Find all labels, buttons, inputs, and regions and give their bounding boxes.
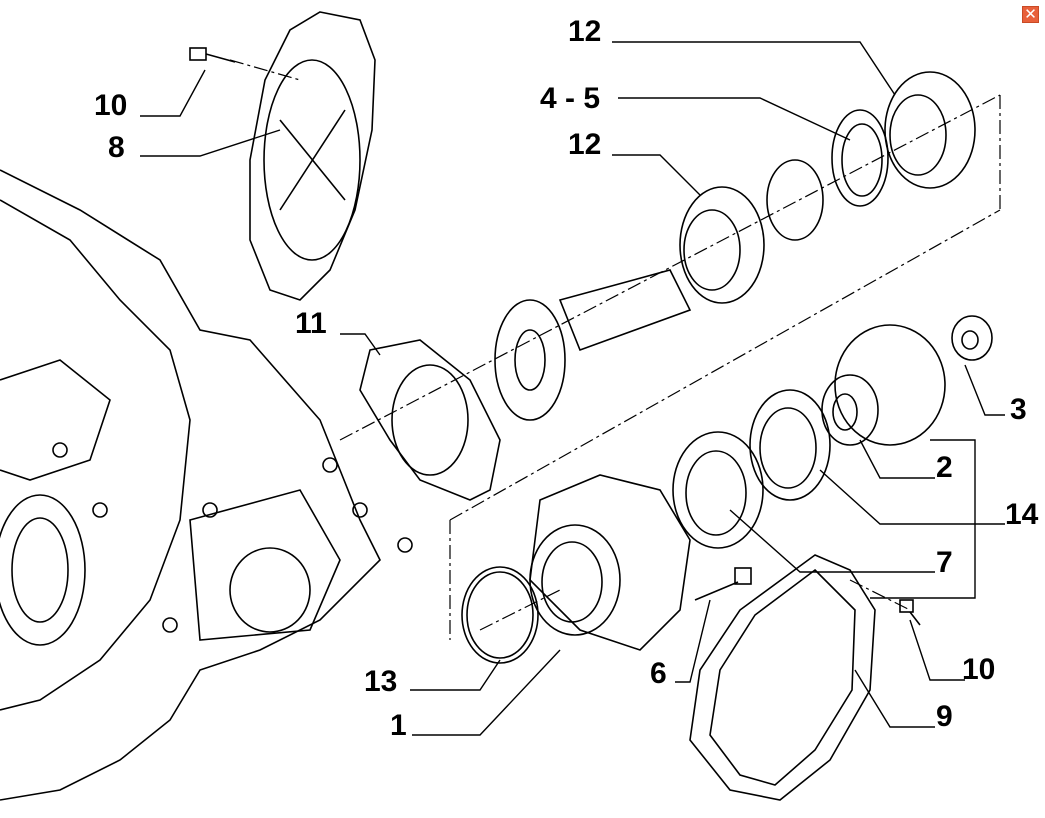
part-3-nut [951,315,993,361]
part-4-5-ring [831,109,889,207]
callout-7: 7 [936,546,953,579]
part-1-housing [529,474,691,651]
callout-10-top: 10 [94,89,128,122]
pinion-shaft [494,269,692,421]
part-6-bolt [694,567,752,601]
part-10-bolt-right [899,599,921,626]
callout-6: 6 [650,657,667,690]
part-7-seal [672,431,764,549]
part-8-cover [249,11,376,301]
callout-1: 1 [390,709,407,742]
part-11-gasket [359,339,501,501]
callout-2: 2 [936,451,953,484]
callout-12-mid: 12 [568,128,602,161]
callout-11: 11 [295,307,327,340]
part-10-bolt-top [189,47,236,63]
callout-12-top: 12 [568,15,602,48]
part-13-o-ring [461,566,539,664]
part-12-bearing-top [884,71,976,189]
callout-14: 14 [1005,498,1039,531]
part-2-flange [821,324,946,446]
callout-13: 13 [364,665,398,698]
callout-9: 9 [936,700,953,733]
part-12-bearing-mid [679,186,765,304]
callout-8: 8 [108,131,125,164]
assembly-axes [229,59,1001,640]
leader-lines [140,41,1005,736]
spacer [766,159,824,241]
part-9-cover [689,554,876,801]
part-14-seal [749,389,831,501]
callout-10-right: 10 [962,653,996,686]
close-icon[interactable]: ✕ [1022,6,1039,23]
callout-3: 3 [1010,393,1027,426]
callout-4-5: 4 - 5 [540,82,601,115]
gearbox-housing [0,169,413,801]
